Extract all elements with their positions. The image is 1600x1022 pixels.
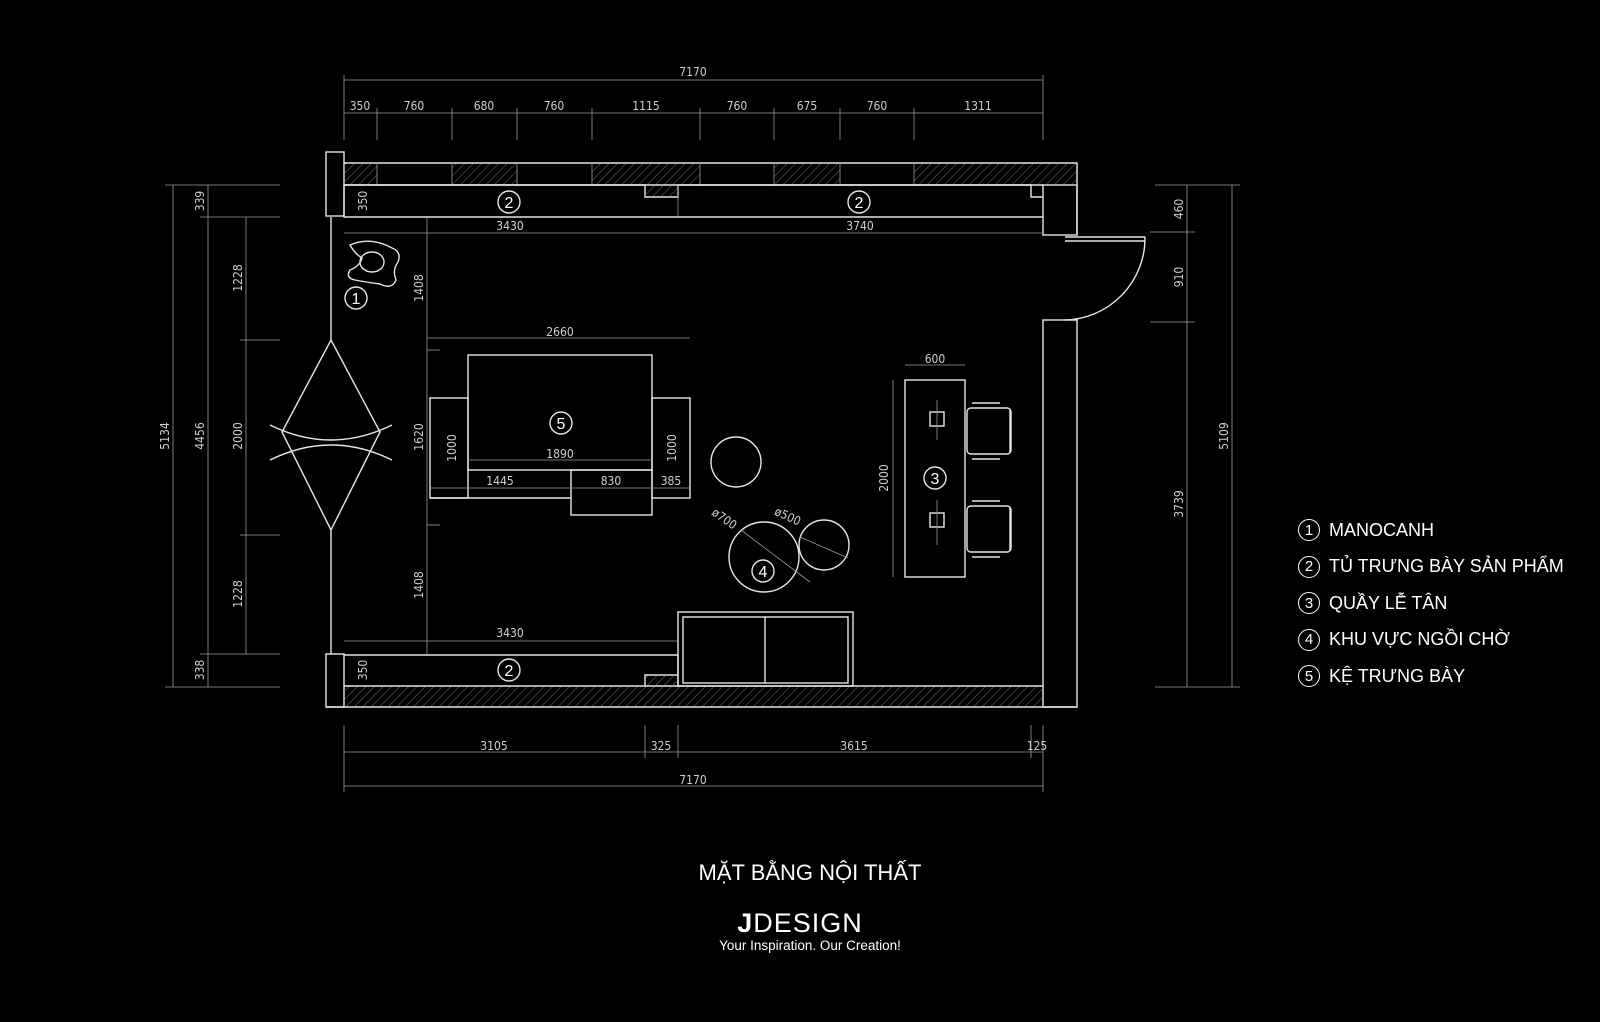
waiting-area — [710, 436, 850, 593]
dim-inner-left: 1408 — [412, 571, 426, 599]
dim-right: 3739 — [1172, 490, 1186, 518]
tag-shelf: 5 — [557, 416, 566, 433]
top-display-cabinets — [343, 184, 1043, 218]
legend-item: 3 QUẦY LỄ TÂN — [1298, 585, 1564, 622]
dim-top-seg: 760 — [544, 99, 565, 113]
dim-top-cabinet: 3430 — [496, 219, 524, 233]
legend-item: 5 KỆ TRƯNG BÀY — [1298, 658, 1564, 695]
mannequin-icon — [347, 240, 400, 287]
dim-top-seg: 1311 — [964, 99, 991, 113]
dim-top-total: 7170 — [679, 65, 707, 79]
dim-shelf-bottom: 830 — [601, 474, 622, 488]
brand-logo: JDESIGN — [0, 908, 1600, 939]
dim-desk-width: 600 — [925, 352, 946, 366]
dim-left-mid: 339 — [193, 191, 207, 212]
dim-left-inner: 2000 — [231, 422, 245, 450]
legend-item: 2 TỦ TRƯNG BÀY SẢN PHẨM — [1298, 549, 1564, 586]
tag-cabinet: 2 — [505, 663, 514, 680]
legend-number: 3 — [1298, 592, 1320, 615]
legend-item: 1 MANOCANH — [1298, 512, 1564, 549]
dim-bottom-cabinet: 3430 — [496, 626, 524, 640]
legend-number: 2 — [1298, 555, 1320, 578]
dim-top-seg: 760 — [867, 99, 888, 113]
legend: 1 MANOCANH 2 TỦ TRƯNG BÀY SẢN PHẨM 3 QUẦY L… — [1298, 512, 1564, 695]
dim-top-seg: 675 — [797, 99, 818, 113]
number-tags: 1 2 2 2 3 4 5 — [344, 190, 947, 682]
dim-bottom-seg: 125 — [1027, 739, 1048, 753]
dim-left-inner: 1228 — [231, 264, 245, 292]
dim-top-seg: 760 — [727, 99, 748, 113]
reception-desk — [904, 379, 1012, 578]
dim-top-seg: 350 — [350, 99, 371, 113]
legend-number: 5 — [1298, 665, 1320, 688]
dim-bottom-seg: 325 — [651, 739, 672, 753]
tag-cabinet: 2 — [855, 195, 864, 212]
entry-mirror — [269, 217, 393, 654]
dim-desk-length: 2000 — [877, 464, 891, 492]
tag-reception: 3 — [931, 471, 940, 488]
dim-bottom-seg: 3105 — [480, 739, 507, 753]
dim-cabinet-depth: 350 — [356, 660, 370, 681]
dim-shelf-inner: 1890 — [546, 447, 574, 461]
door[interactable] — [1064, 236, 1146, 321]
legend-label: TỦ TRƯNG BÀY SẢN PHẨM — [1329, 556, 1564, 577]
legend-label: QUẦY LỄ TÂN — [1329, 592, 1448, 613]
drawing-title: MẶT BẰNG NỘI THẤT — [698, 860, 922, 885]
dim-left-mid: 338 — [193, 660, 207, 681]
dim-shelf-right: 1000 — [665, 434, 679, 462]
dim-left-inner: 1228 — [231, 580, 245, 608]
tag-waiting: 4 — [759, 564, 768, 581]
dim-shelf-left: 1000 — [445, 434, 459, 462]
tag-mannequin: 1 — [352, 291, 361, 308]
dim-left-outer: 5134 — [158, 422, 172, 450]
sofa — [677, 611, 854, 687]
dim-bottom-total: 7170 — [679, 773, 707, 787]
dim-shelf-bottom: 385 — [661, 474, 682, 488]
dim-right: 910 — [1172, 267, 1186, 288]
legend-label: KỆ TRƯNG BÀY — [1329, 665, 1466, 686]
dim-right: 460 — [1172, 199, 1186, 220]
dim-right-total: 5109 — [1217, 422, 1231, 450]
legend-number: 4 — [1298, 628, 1320, 651]
tag-cabinet: 2 — [505, 195, 514, 212]
legend-label: MANOCANH — [1329, 519, 1435, 540]
dim-inner-left: 1408 — [412, 274, 426, 302]
legend-item: 4 KHU VỰC NGỒI CHỜ — [1298, 622, 1564, 659]
legend-label: KHU VỰC NGỒI CHỜ — [1329, 629, 1510, 650]
dim-table-large: ø700 — [709, 505, 739, 532]
dim-left-mid: 4456 — [193, 422, 207, 450]
dim-cabinet-depth: 350 — [356, 191, 370, 212]
logo-text: DESIGN — [753, 908, 863, 938]
dim-top-seg: 1115 — [632, 99, 659, 113]
dim-top-seg: 760 — [404, 99, 425, 113]
dim-top-seg: 680 — [474, 99, 495, 113]
display-shelf — [429, 354, 691, 516]
logo-mark: J — [737, 908, 754, 938]
legend-number: 1 — [1298, 519, 1320, 542]
dim-inner-left: 1620 — [412, 423, 426, 451]
dimension-lines — [165, 75, 1240, 792]
dim-bottom-seg: 3615 — [840, 739, 867, 753]
dim-shelf-bottom: 1445 — [486, 474, 513, 488]
brand-slogan: Your Inspiration. Our Creation! — [719, 938, 901, 953]
dim-top-cabinet: 3740 — [846, 219, 874, 233]
dim-shelf-width: 2660 — [546, 325, 574, 339]
